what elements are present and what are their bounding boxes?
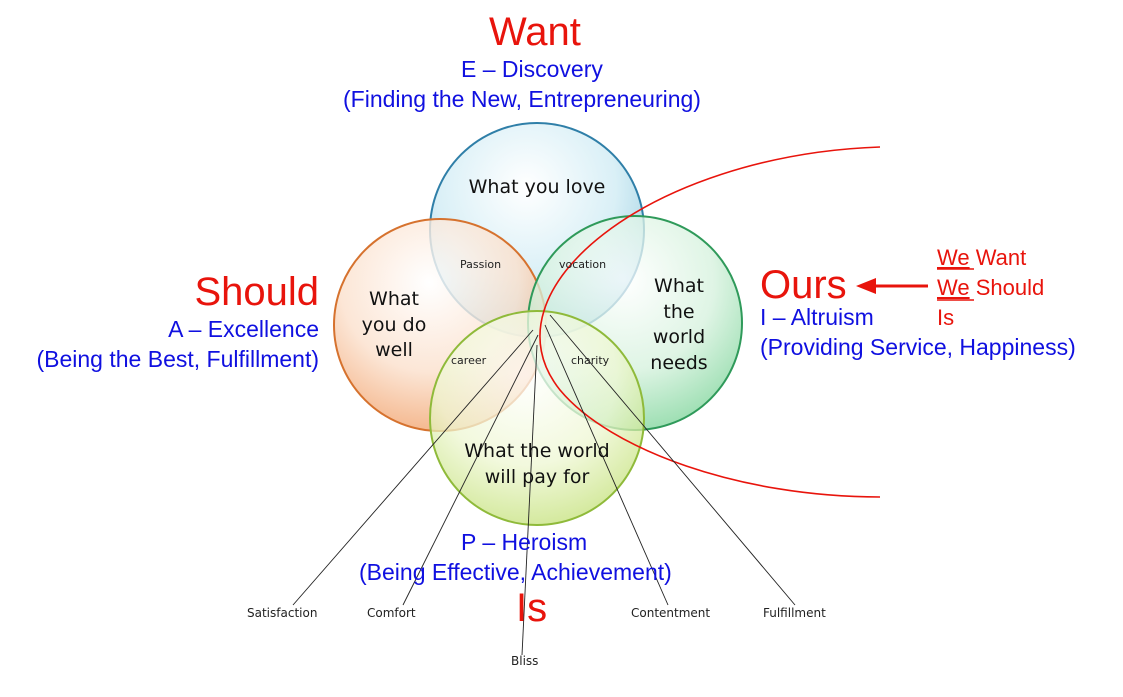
ours-line-3: Is [937, 307, 954, 329]
leader-line-fulfillment [549, 314, 796, 606]
overlap-label-vocation: vocation [559, 258, 607, 271]
ours-line-1: We Want [937, 247, 1026, 269]
circle-label-love: What you love [468, 176, 606, 198]
arrow-left-icon [856, 278, 928, 294]
ours-line-2-prefix: We [937, 275, 970, 300]
leader-line-satisfaction [292, 329, 534, 606]
ours-title: Ours [760, 263, 847, 307]
want-subtitle: E – Discovery [461, 56, 603, 82]
circle-label-needs: What the world needs [650, 275, 708, 374]
is-detail: (Being Effective, Achievement) [359, 559, 672, 585]
endpoint-contentment: Contentment [631, 606, 711, 620]
leader-line-comfort [402, 334, 539, 606]
endpoint-comfort: Comfort [367, 606, 416, 620]
leader-line-bliss [521, 344, 538, 656]
endpoint-satisfaction: Satisfaction [247, 606, 318, 620]
should-subtitle: A – Excellence [168, 316, 319, 342]
is-subtitle: P – Heroism [461, 529, 588, 555]
ours-arc [539, 146, 881, 498]
ours-detail: (Providing Service, Happiness) [760, 334, 1076, 360]
endpoint-bliss: Bliss [511, 654, 539, 668]
overlap-label-career: career [451, 354, 487, 367]
should-title: Should [194, 270, 319, 314]
overlap-label-passion: Passion [460, 258, 502, 271]
overlap-label-charity: charity [571, 354, 610, 367]
ours-subtitle: I – Altruism [760, 304, 874, 330]
ours-line-1-rest: Want [969, 245, 1027, 270]
ours-line-3-rest: Is [937, 305, 955, 330]
leader-line-contentment [544, 324, 669, 606]
endpoint-fulfillment: Fulfillment [763, 606, 826, 620]
circle-label-well: What you do well [361, 288, 427, 362]
should-detail: (Being the Best, Fulfillment) [36, 346, 319, 372]
want-title: Want [489, 10, 581, 54]
is-title: Is [516, 586, 548, 630]
ours-line-1-prefix: We [937, 245, 970, 270]
circle-what-the-world-will-pay-for [429, 310, 645, 526]
want-detail: (Finding the New, Entrepreneuring) [343, 86, 701, 112]
ours-line-2-rest: Should [969, 275, 1045, 300]
circle-label-pay: What the world will pay for [464, 440, 610, 488]
ours-line-2: We Should [937, 277, 1044, 299]
